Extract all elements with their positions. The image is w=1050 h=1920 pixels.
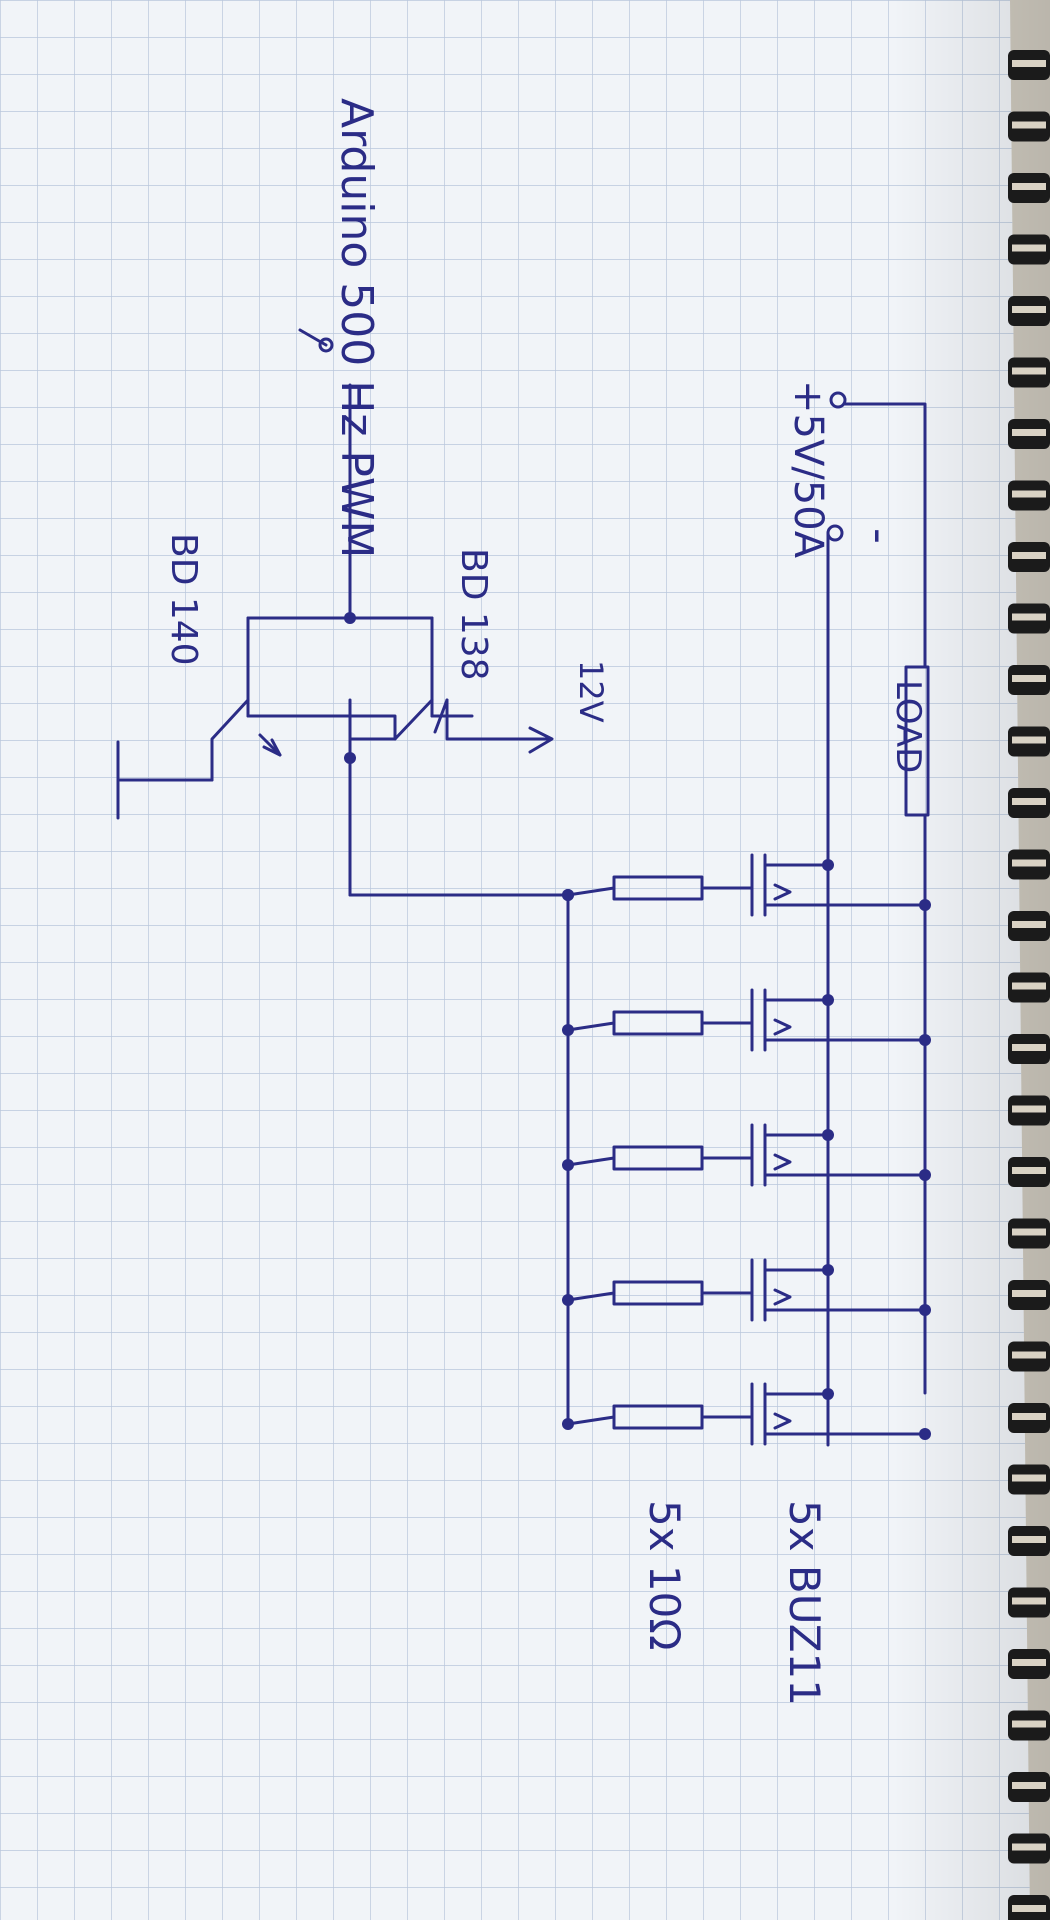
resistor-count-label: 5x 10Ω xyxy=(640,1500,689,1650)
bd140-arrow xyxy=(262,738,282,757)
mosfet-stage-1 xyxy=(562,853,931,917)
mosfet-stages xyxy=(562,853,931,1446)
mosfet-arrow xyxy=(773,1018,792,1036)
load-label: LOAD xyxy=(888,680,928,773)
spiral-ring-gap xyxy=(1012,1474,1046,1482)
plus-rail xyxy=(843,402,927,669)
supply-minus-label: - xyxy=(854,528,905,544)
gate-resistor-lead-in xyxy=(566,886,616,897)
spiral-ring-gap xyxy=(1012,859,1046,867)
spiral-ring-gap xyxy=(1012,1228,1046,1236)
pwm-input-terminal xyxy=(318,337,334,353)
source-junction xyxy=(822,1388,834,1400)
bd138-to-output xyxy=(348,714,397,741)
spiral-ring-gap xyxy=(1012,60,1046,67)
spiral-ring-gap xyxy=(1012,1167,1046,1174)
bd138-emitter xyxy=(433,698,449,734)
mosfet-arrow xyxy=(773,1412,792,1430)
gate-junction xyxy=(562,1418,574,1430)
spiral-ring-gap xyxy=(1012,1782,1046,1789)
spiral-ring-gap xyxy=(1012,1905,1046,1912)
circuit-wiring xyxy=(348,391,930,1447)
spiral-binding xyxy=(1008,50,1050,1920)
gate-junction xyxy=(562,1159,574,1171)
spiral-ring-gap xyxy=(1012,1659,1046,1666)
spiral-ring-gap xyxy=(1012,1044,1046,1051)
gate-resistor-lead-in xyxy=(566,1021,616,1032)
spiral-ring-gap xyxy=(1012,982,1046,990)
spiral-ring-gap xyxy=(1012,367,1046,375)
gate-junction xyxy=(562,1024,574,1036)
spiral-ring-gap xyxy=(1012,552,1046,559)
spiral-ring-gap xyxy=(1012,183,1046,190)
labels: +5V/50A - LOAD 5x BUZ11 5x 10Ω BD 138 BD… xyxy=(163,98,928,1706)
spiral-ring-gap xyxy=(1012,921,1046,928)
junction-dots xyxy=(344,612,574,901)
supply-label: +5V/50A xyxy=(785,380,831,559)
mosfet-stage-2 xyxy=(562,988,931,1052)
spiral-ring-gap xyxy=(1012,736,1046,744)
spiral-ring-gap xyxy=(1012,1720,1046,1728)
v12-arrow xyxy=(528,726,554,754)
spiral-ring-gap xyxy=(1012,1290,1046,1297)
bd140-collector xyxy=(210,698,250,782)
source-junction xyxy=(822,1264,834,1276)
drain-junction xyxy=(919,1428,931,1440)
mosfet-stage-4 xyxy=(562,1258,931,1322)
spiral-ring-gap xyxy=(1012,121,1046,129)
drain-junction xyxy=(919,1304,931,1316)
gate-resistor-lead-in xyxy=(566,1415,616,1426)
spiral-ring-gap xyxy=(1012,613,1046,621)
mosfet-arrow xyxy=(773,1153,792,1171)
spiral-ring-gap xyxy=(1012,244,1046,252)
v12-label: 12V xyxy=(572,660,610,723)
spiral-ring-gap xyxy=(1012,1351,1046,1359)
spiral-ring-gap xyxy=(1012,1843,1046,1851)
source-junction xyxy=(822,859,834,871)
driver-transistors xyxy=(116,328,474,897)
gate-resistor-lead-in xyxy=(566,1291,616,1302)
spiral-ring-gap xyxy=(1012,429,1046,436)
supply-plus-terminal xyxy=(829,391,847,409)
mosfet-stage-5 xyxy=(562,1382,931,1446)
mosfet-stage-3 xyxy=(562,1123,931,1187)
spiral-ring-gap xyxy=(1012,1413,1046,1420)
spiral-ring-gap xyxy=(1012,798,1046,805)
pwm-input-label: Arduino 500 Hz PWM xyxy=(331,98,382,558)
gate-junction xyxy=(562,1294,574,1306)
pwm-input-tail xyxy=(298,328,328,347)
spiral-ring-gap xyxy=(1012,1597,1046,1605)
drain-junction xyxy=(919,899,931,911)
spiral-ring-gap xyxy=(1012,306,1046,313)
gate-resistor-lead-in xyxy=(566,1156,616,1167)
mosfet-arrow xyxy=(773,883,792,901)
source-junction xyxy=(822,994,834,1006)
spiral-ring-gap xyxy=(1012,490,1046,498)
spiral-ring-gap xyxy=(1012,675,1046,682)
mosfet-arrow xyxy=(773,1288,792,1306)
bd140-label: BD 140 xyxy=(163,533,204,666)
mosfet-count-label: 5x BUZ11 xyxy=(780,1500,829,1706)
spiral-ring-gap xyxy=(1012,1536,1046,1543)
v12-link xyxy=(445,698,552,741)
spiral-ring-gap xyxy=(1012,1105,1046,1113)
drain-junction xyxy=(919,1169,931,1181)
load-resistor xyxy=(904,665,930,817)
bd138-label: BD 138 xyxy=(453,548,494,681)
bd138-collector xyxy=(393,698,434,741)
drain-junction xyxy=(919,1034,931,1046)
source-junction xyxy=(822,1129,834,1141)
